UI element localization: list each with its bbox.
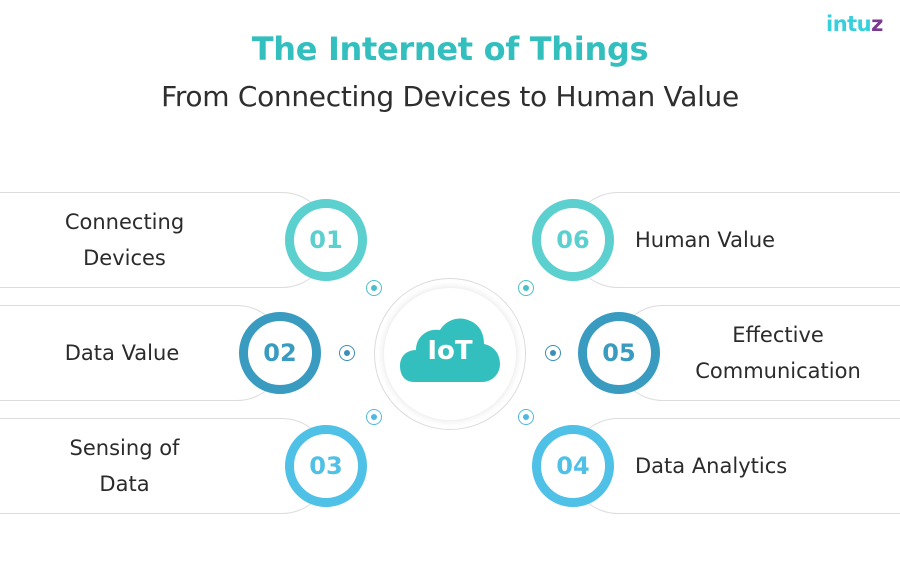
intuz-logo: intuz <box>826 12 883 36</box>
connector-dot-icon <box>366 280 382 296</box>
hub-label: IoT <box>427 336 473 366</box>
step-03-label: Sensing of Data <box>69 436 180 496</box>
connector-dot-icon <box>518 409 534 425</box>
step-05-card: Effective Communication <box>615 305 900 401</box>
connector-dot-icon <box>545 345 561 361</box>
step-01-card: Connecting Devices <box>0 192 330 288</box>
step-06-label: Human Value <box>635 228 776 252</box>
step-04-card: Data Analytics <box>570 418 900 514</box>
step-03-number: 03 <box>285 425 367 507</box>
connector-dot-icon <box>366 409 382 425</box>
page-subtitle: From Connecting Devices to Human Value <box>161 80 739 113</box>
step-04-label: Data Analytics <box>635 454 788 478</box>
logo-text: intu <box>826 12 872 36</box>
step-01-label: Connecting Devices <box>64 210 185 270</box>
cloud-icon <box>400 318 500 382</box>
step-05-number: 05 <box>578 312 660 394</box>
step-03-card: Sensing of Data <box>0 418 330 514</box>
step-02-label: Data Value <box>64 341 180 365</box>
page-title: The Internet of Things <box>251 30 649 68</box>
step-02-card: Data Value <box>0 305 285 401</box>
connector-dot-icon <box>339 345 355 361</box>
step-02-number: 02 <box>239 312 321 394</box>
logo-accent: z <box>871 12 883 36</box>
step-04-number: 04 <box>532 425 614 507</box>
step-01-number: 01 <box>285 199 367 281</box>
step-06-number: 06 <box>532 199 614 281</box>
connector-dot-icon <box>518 280 534 296</box>
step-06-card: Human Value <box>570 192 900 288</box>
step-05-label: Effective Communication <box>695 323 861 383</box>
